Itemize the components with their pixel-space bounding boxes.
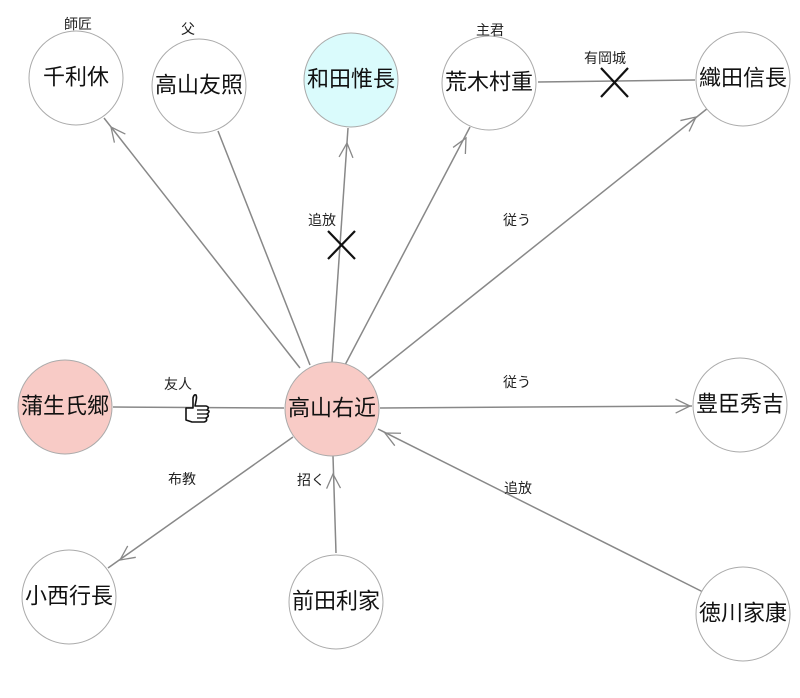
arrowhead: [680, 116, 698, 132]
arrowhead: [452, 136, 467, 155]
edge-label-invite: 招く: [297, 473, 325, 489]
node-label: 千利休: [43, 66, 109, 91]
edge-ukon-rikyu: [103, 117, 301, 369]
node-oda-nobunaga[interactable]: 織田信長: [695, 31, 791, 127]
node-label: 織田信長: [699, 67, 787, 92]
node-gamo-ujisato[interactable]: 蒲生氏郷: [17, 359, 113, 455]
node-label: 高山右近: [288, 397, 376, 422]
x-mark-icon: [327, 230, 356, 260]
edge-ukon-nobunaga: [366, 107, 709, 381]
x-mark-icon: [600, 67, 629, 98]
edge-label-follow-nobunaga: 従う: [503, 213, 531, 229]
edge-ukon-hideyoshi: [379, 405, 693, 409]
node-takayama-ukon[interactable]: 高山右近: [284, 361, 380, 457]
node-konishi-yukinaga[interactable]: 小西行長: [21, 549, 117, 645]
edge-label-banish-wada: 追放: [308, 213, 336, 229]
node-toyotomi-hideyoshi[interactable]: 豊臣秀吉: [692, 357, 788, 453]
node-label: 高山友照: [155, 74, 243, 99]
edge-label-missionary: 布教: [168, 472, 196, 488]
node-tokugawa-ieyasu[interactable]: 徳川家康: [695, 566, 791, 662]
edge-label-lord: 主君: [476, 23, 504, 39]
node-maeda-toshiie[interactable]: 前田利家: [288, 554, 384, 650]
arrowhead: [325, 472, 342, 489]
node-araki-murashige[interactable]: 荒木村重: [441, 35, 537, 131]
node-label: 小西行長: [25, 585, 113, 610]
thumbs-up-icon: [185, 394, 210, 423]
edge-ieyasu-ukon: [377, 428, 704, 593]
node-label: 荒木村重: [445, 71, 533, 96]
edge-label-follow-hideyoshi: 従う: [503, 375, 531, 391]
arrowhead: [338, 141, 354, 159]
node-label: 蒲生氏郷: [21, 395, 109, 420]
node-takayama-tomoteru[interactable]: 高山友照: [151, 38, 247, 134]
arrowhead: [118, 545, 136, 561]
edge-label-arioka-castle: 有岡城: [584, 51, 626, 67]
arrowhead: [110, 125, 126, 143]
node-wada-korenaga[interactable]: 和田惟長: [303, 32, 399, 128]
arrowhead: [675, 398, 692, 414]
edge-label-friend: 友人: [164, 377, 192, 393]
edge-label-teacher: 師匠: [64, 17, 92, 33]
node-label: 徳川家康: [699, 602, 787, 627]
edge-label-banish-ieyasu: 追放: [504, 481, 532, 497]
edge-maeda-ukon: [332, 455, 337, 554]
edge-ukon-araki: [344, 126, 471, 366]
edges: [103, 79, 709, 593]
edge-ukon-tomoteru: [217, 130, 311, 366]
node-label: 豊臣秀吉: [696, 393, 784, 418]
edge-label-father: 父: [181, 22, 195, 38]
node-label: 前田利家: [292, 590, 380, 615]
arrowhead: [383, 432, 402, 447]
node-sen-no-rikyu[interactable]: 千利休: [28, 30, 124, 126]
edge-ukon-konishi: [107, 436, 294, 569]
node-label: 和田惟長: [307, 68, 395, 93]
